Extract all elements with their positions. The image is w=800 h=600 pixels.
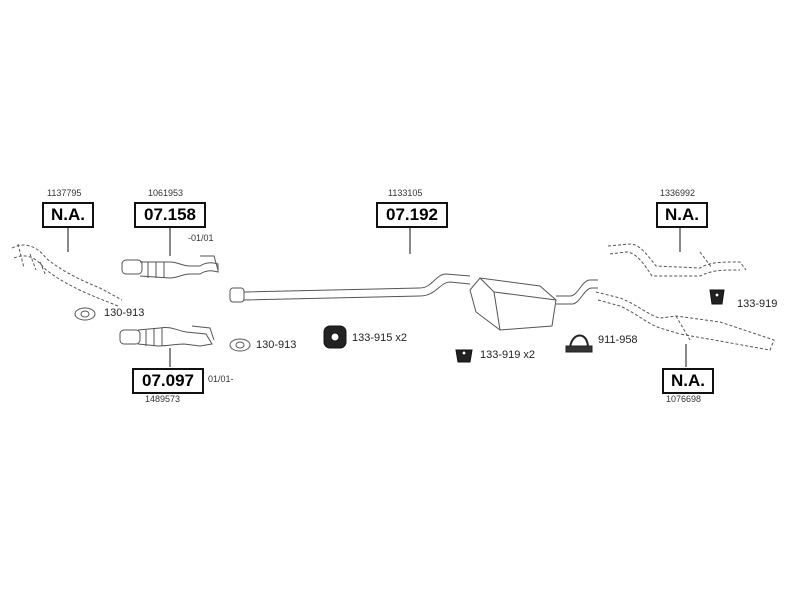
date-range-label: -01/01 (188, 233, 214, 243)
front-pipe-lower-shape (119, 325, 215, 347)
gasket-icon (229, 338, 251, 352)
fitting-label[interactable]: 130-913 (104, 307, 145, 319)
part-code-box[interactable]: N.A. (656, 202, 708, 228)
part-ref-number: 1336992 (660, 188, 696, 198)
fitting-label[interactable]: 133-919 (737, 298, 778, 310)
middle-silencer-shape (229, 273, 598, 331)
fitting-label[interactable]: 911-958 (598, 334, 638, 346)
rubber-mount-icon (323, 325, 347, 349)
fitting-label[interactable]: 133-915 x2 (352, 332, 408, 344)
part-code-box[interactable]: 07.097 (132, 368, 204, 394)
hanger-icon (455, 349, 473, 363)
rear-lower-pipe-shape (595, 291, 775, 351)
part-code-box[interactable]: N.A. (42, 202, 94, 228)
rear-upper-pipe-shape (607, 243, 747, 277)
part-ref-number: 1076698 (666, 394, 702, 404)
date-range-label: 01/01- (208, 374, 234, 384)
part-ref-number: 1489573 (145, 394, 181, 404)
hanger-icon (709, 289, 725, 305)
part-code-box[interactable]: 07.192 (376, 202, 448, 228)
part-ref-number: 1133105 (388, 188, 423, 198)
front-pipe-upper-shape (121, 255, 219, 279)
clamp-icon (565, 334, 593, 353)
fitting-label[interactable]: 133-919 x2 (480, 349, 536, 361)
front-left-pipe-shape (11, 243, 123, 307)
part-code-box[interactable]: 07.158 (134, 202, 206, 228)
part-ref-number: 1061953 (148, 188, 184, 198)
part-ref-number: 1137795 (47, 188, 82, 198)
fitting-label[interactable]: 130-913 (256, 339, 297, 351)
part-code-box[interactable]: N.A. (662, 368, 714, 394)
gasket-icon (74, 307, 96, 321)
